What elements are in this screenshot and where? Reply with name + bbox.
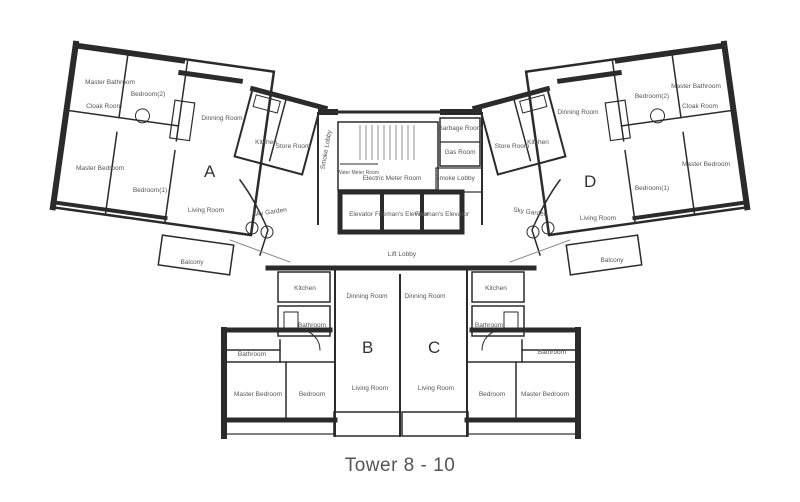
flat-a-bedroom1-label: Bedroom(1) xyxy=(133,187,167,194)
sky-garden-left-label: Sky Garden xyxy=(252,207,287,219)
flat-a-kitchen-label: Kitchen xyxy=(255,139,277,146)
flat-d-store-room-label: Store Room xyxy=(495,143,530,150)
flat-b-bathroom1-label: Bathroom xyxy=(298,322,326,329)
core-walls xyxy=(317,109,483,235)
unit-label-c: C xyxy=(428,338,440,357)
firemans-elevator-2-label: Fireman's Elevator xyxy=(415,211,470,218)
flat-a-master-bathroom-label: Master Bathroom xyxy=(85,79,135,86)
firemans-elevator-1-label: Fireman's Elevator xyxy=(375,211,430,218)
flat-a-master-bedroom-label: Master Bedroom xyxy=(76,165,124,172)
flat-c-master-bedroom-label: Master Bedroom xyxy=(521,391,569,398)
plan-caption: Tower 8 - 10 xyxy=(344,455,456,476)
flat-d-dinning-room-label: Dinning Room xyxy=(557,109,598,116)
flat-b-walls xyxy=(221,265,403,439)
flat-c-walls xyxy=(399,265,581,439)
flat-c-bathroom1-label: Bathroom xyxy=(475,322,503,329)
flat-d-bedroom2-label: Bedroom(2) xyxy=(635,93,669,100)
flat-b-living-room-label: Living Room xyxy=(352,385,388,392)
flat-b-bedroom-label: Bedroom xyxy=(299,391,325,398)
flat-d-walls xyxy=(471,40,751,276)
flat-a-living-room-label: Living Room xyxy=(188,207,224,214)
flat-a-dinning-room-label: Dinning Room xyxy=(201,115,242,122)
flat-d-balcony-label: Balcony xyxy=(600,257,624,264)
flat-d-cloak-room-label: Cloak Room xyxy=(682,103,718,110)
flat-c-living-room-label: Living Room xyxy=(418,385,454,392)
flat-a-balcony-label: Balcony xyxy=(180,259,204,266)
electric-meter-room-label: Electric Meter Room xyxy=(363,175,422,182)
smoke-lobby-left-label: Smoke Lobby xyxy=(320,129,334,170)
smoke-lobby-right-label: Smoke Lobby xyxy=(435,175,475,182)
flat-a-store-room-label: Store Room xyxy=(276,143,311,150)
elevator-label: Elevator xyxy=(349,211,374,218)
flat-b-bathroom2-label: Bathroom xyxy=(238,351,266,358)
flat-c-bedroom-label: Bedroom xyxy=(479,391,505,398)
flat-c-dinning-room-label: Dinning Room xyxy=(404,293,445,300)
flat-b-master-bedroom-label: Master Bedroom xyxy=(234,391,282,398)
unit-label-d: D xyxy=(584,172,596,191)
unit-label-a: A xyxy=(204,162,216,181)
lift-lobby-label: Lift Lobby xyxy=(388,251,417,258)
unit-label-b: B xyxy=(362,338,373,357)
flat-b-dinning-room-label: Dinning Room xyxy=(346,293,387,300)
flat-a-walls xyxy=(49,40,329,276)
gas-room-label: Gas Room xyxy=(444,149,475,156)
flat-a-cloak-room-label: Cloak Room xyxy=(86,103,122,110)
flat-d-kitchen-label: Kitchen xyxy=(527,139,549,146)
flat-d-bedroom1-label: Bedroom(1) xyxy=(635,185,669,192)
flat-c-kitchen-label: Kitchen xyxy=(485,285,507,292)
flat-d-master-bedroom-label: Master Bedroom xyxy=(682,161,730,168)
water-meter-room-label: Water Meter Room xyxy=(337,170,379,176)
flat-a-bedroom2-label: Bedroom(2) xyxy=(131,91,165,98)
flat-b-kitchen-label: Kitchen xyxy=(294,285,316,292)
flat-c-bathroom2-label: Bathroom xyxy=(538,349,566,356)
sky-garden-right-label: Sky Garden xyxy=(513,207,548,219)
flat-d-master-bathroom-label: Master Bathroom xyxy=(671,83,721,90)
garbage-room-label: Garbage Room xyxy=(438,125,482,132)
flat-d-living-room-label: Living Room xyxy=(580,215,616,222)
